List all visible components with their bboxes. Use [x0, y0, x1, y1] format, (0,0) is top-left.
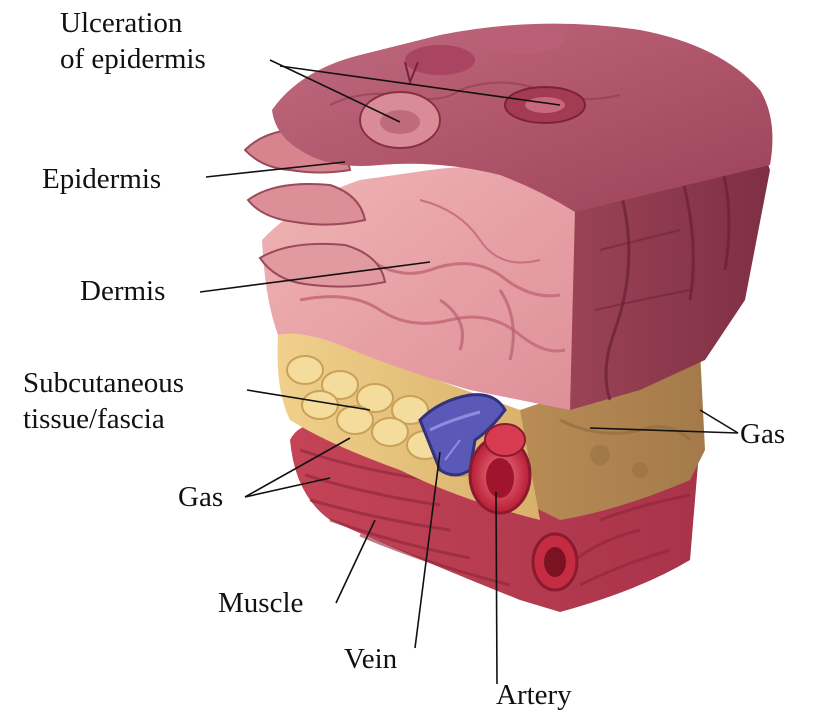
label-ulceration-line1: Ulceration [60, 7, 183, 39]
label-vein: Vein [344, 643, 398, 675]
label-ulceration-line2: of epidermis [60, 43, 206, 75]
label-dermis: Dermis [80, 275, 165, 307]
label-subcutaneous-line2: tissue/fascia [23, 403, 165, 435]
label-gas-left: Gas [178, 481, 223, 513]
label-artery: Artery [496, 679, 572, 711]
label-gas-right: Gas [740, 418, 785, 450]
label-subcutaneous-line1: Subcutaneous [23, 367, 184, 399]
label-muscle: Muscle [218, 587, 303, 619]
label-epidermis: Epidermis [42, 163, 161, 195]
